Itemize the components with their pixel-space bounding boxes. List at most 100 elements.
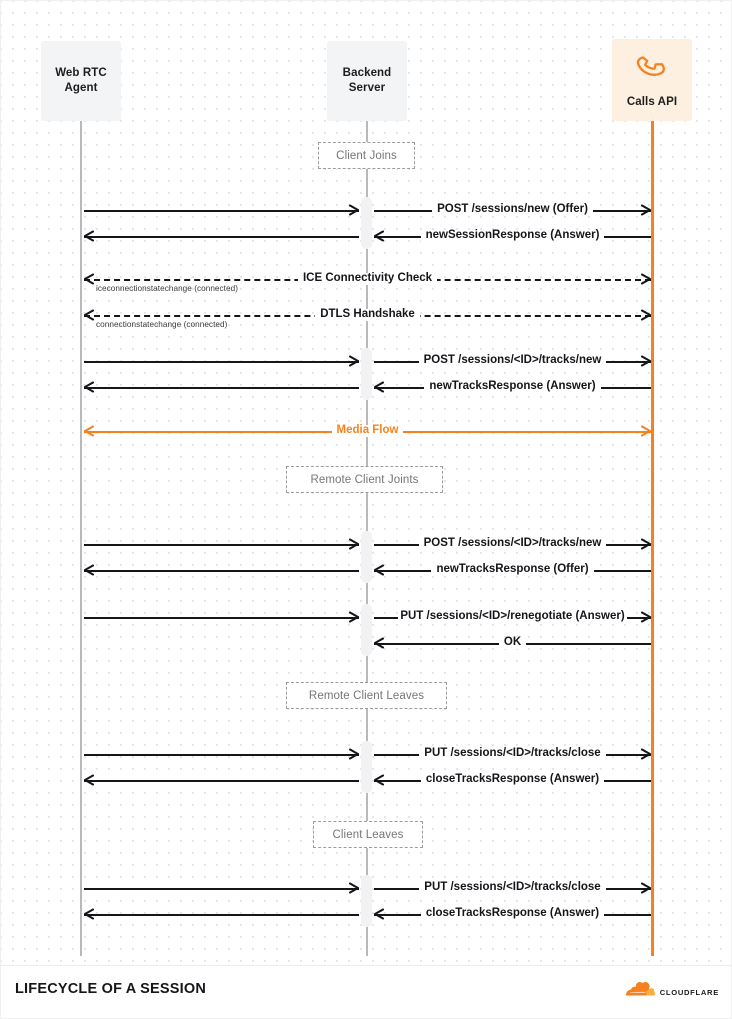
- arrow-backend-to-client-1: [83, 227, 359, 245]
- arrowhead-left-icon: [373, 637, 384, 649]
- cloudflare-cloud-icon: [625, 981, 656, 1002]
- arrow-client-to-backend-5: [84, 745, 360, 763]
- arrow-post-sessions-new: POST /sessions/new (Offer): [374, 201, 652, 219]
- arrow-label: PUT /sessions/<ID>/tracks/close: [419, 748, 606, 760]
- arrow-media-flow: Media Flow: [83, 422, 652, 440]
- arrow-label: POST /sessions/new (Offer): [432, 204, 593, 216]
- event-label-connectionstatechange: connectionstatechange (connected): [96, 320, 228, 329]
- arrow-label: PUT /sessions/<ID>/renegotiate (Answer): [398, 610, 627, 623]
- actor-calls-api: Calls API: [612, 39, 692, 121]
- arrow-backend-to-client-2: [83, 378, 359, 396]
- arrow-backend-to-client-6: [83, 905, 359, 923]
- arrow-label: Media Flow: [331, 425, 404, 437]
- phase-label: Remote Client Joints: [310, 473, 419, 486]
- phase-box-client-leaves: Client Leaves: [313, 821, 423, 848]
- arrowhead-right-icon: [349, 611, 360, 623]
- cloudflare-logo: CLOUDFLARE: [625, 981, 719, 1002]
- arrow-new-tracks-response-answer: newTracksResponse (Answer): [373, 378, 651, 396]
- phase-box-client-joins: Client Joins: [318, 142, 415, 169]
- phase-box-remote-client-leaves: Remote Client Leaves: [286, 682, 447, 709]
- arrow-new-tracks-response-offer: newTracksResponse (Offer): [373, 561, 651, 579]
- arrowhead-right-icon: [641, 355, 652, 367]
- lifeline-web-rtc-agent: [80, 121, 82, 956]
- arrow-client-to-backend-4: [84, 608, 360, 626]
- actor-backend-server-label-line1: Backend: [342, 67, 392, 80]
- arrow-backend-to-client-3: [83, 561, 359, 579]
- arrow-close-tracks-response-1: closeTracksResponse (Answer): [373, 771, 651, 789]
- arrow-client-to-backend-1: [84, 201, 360, 219]
- footer: LIFECYCLE OF A SESSION CLOUDFLARE: [1, 965, 731, 1018]
- activation-bar: [361, 604, 372, 656]
- phase-label: Client Joins: [336, 149, 397, 162]
- arrowhead-left-icon: [83, 564, 94, 576]
- arrowhead-right-icon: [349, 538, 360, 550]
- activation-bar: [361, 531, 372, 583]
- arrowhead-right-icon: [641, 273, 652, 285]
- arrowhead-left-icon: [373, 774, 384, 786]
- arrow-label: OK: [498, 637, 527, 649]
- arrow-new-session-response: newSessionResponse (Answer): [373, 227, 651, 245]
- cloudflare-wordmark: CLOUDFLARE: [659, 987, 719, 997]
- arrowhead-left-icon: [83, 908, 94, 920]
- activation-bar: [361, 741, 372, 793]
- arrow-post-tracks-new-1: POST /sessions/<ID>/tracks/new: [374, 352, 652, 370]
- arrow-put-renegotiate: PUT /sessions/<ID>/renegotiate (Answer): [374, 608, 652, 626]
- arrow-label: newSessionResponse (Answer): [420, 230, 605, 242]
- actor-web-rtc-agent-label-line2: Agent: [64, 82, 98, 94]
- arrow-label: POST /sessions/<ID>/tracks/new: [418, 355, 607, 367]
- actor-backend-server-label-line2: Server: [348, 82, 386, 94]
- arrowhead-left-icon: [83, 230, 94, 242]
- actor-web-rtc-agent-label-line1: Web RTC: [55, 67, 107, 80]
- arrow-ice-connectivity-check: ICE Connectivity Check: [83, 270, 652, 288]
- arrowhead-left-icon: [373, 230, 384, 242]
- actor-calls-api-label: Calls API: [626, 96, 678, 109]
- arrowhead-right-icon: [349, 355, 360, 367]
- arrowhead-left-icon: [83, 774, 94, 786]
- arrowhead-left-icon: [83, 381, 94, 393]
- arrow-client-to-backend-3: [84, 535, 360, 553]
- activation-bar: [361, 875, 372, 927]
- arrow-client-to-backend-2: [84, 352, 360, 370]
- arrow-label: ICE Connectivity Check: [297, 273, 438, 285]
- arrow-label: newTracksResponse (Offer): [431, 564, 594, 576]
- actor-backend-server: Backend Server: [327, 41, 407, 121]
- arrowhead-right-icon: [349, 748, 360, 760]
- arrowhead-left-icon: [373, 908, 384, 920]
- arrow-label: DTLS Handshake: [315, 309, 420, 321]
- arrow-label: newTracksResponse (Answer): [424, 381, 601, 393]
- arrow-label: closeTracksResponse (Answer): [420, 774, 605, 786]
- arrowhead-left-icon: [373, 381, 384, 393]
- arrow-put-tracks-close-1: PUT /sessions/<ID>/tracks/close: [374, 745, 652, 763]
- arrow-put-tracks-close-2: PUT /sessions/<ID>/tracks/close: [374, 879, 652, 897]
- arrow-client-to-backend-6: [84, 879, 360, 897]
- arrowhead-left-icon: [83, 309, 94, 321]
- phase-box-remote-client-joints: Remote Client Joints: [286, 466, 443, 493]
- activation-bar: [361, 348, 372, 400]
- phase-label: Remote Client Leaves: [308, 689, 425, 702]
- arrow-backend-to-client-5: [83, 771, 359, 789]
- page-title: LIFECYCLE OF A SESSION: [15, 981, 207, 997]
- arrow-dtls-handshake: DTLS Handshake: [83, 306, 652, 324]
- arrow-label: closeTracksResponse (Answer): [420, 908, 605, 920]
- arrowhead-right-icon: [641, 425, 652, 437]
- arrow-label: PUT /sessions/<ID>/tracks/close: [419, 882, 606, 894]
- arrowhead-right-icon: [641, 882, 652, 894]
- arrowhead-right-icon: [349, 204, 360, 216]
- arrowhead-right-icon: [641, 748, 652, 760]
- arrowhead-right-icon: [641, 611, 652, 623]
- event-label-iceconnectionstatechange: iceconnectionstatechange (connected): [96, 284, 238, 293]
- arrowhead-left-icon: [373, 564, 384, 576]
- arrow-label: POST /sessions/<ID>/tracks/new: [418, 538, 607, 550]
- lifeline-calls-api: [651, 121, 654, 956]
- arrowhead-right-icon: [641, 538, 652, 550]
- phone-icon: [634, 50, 670, 89]
- arrowhead-left-icon: [83, 425, 94, 437]
- activation-bar: [361, 197, 372, 249]
- arrowhead-right-icon: [641, 309, 652, 321]
- arrowhead-right-icon: [641, 204, 652, 216]
- actor-web-rtc-agent: Web RTC Agent: [41, 41, 121, 121]
- phase-label: Client Leaves: [332, 828, 404, 841]
- arrow-close-tracks-response-2: closeTracksResponse (Answer): [373, 905, 651, 923]
- arrowhead-right-icon: [349, 882, 360, 894]
